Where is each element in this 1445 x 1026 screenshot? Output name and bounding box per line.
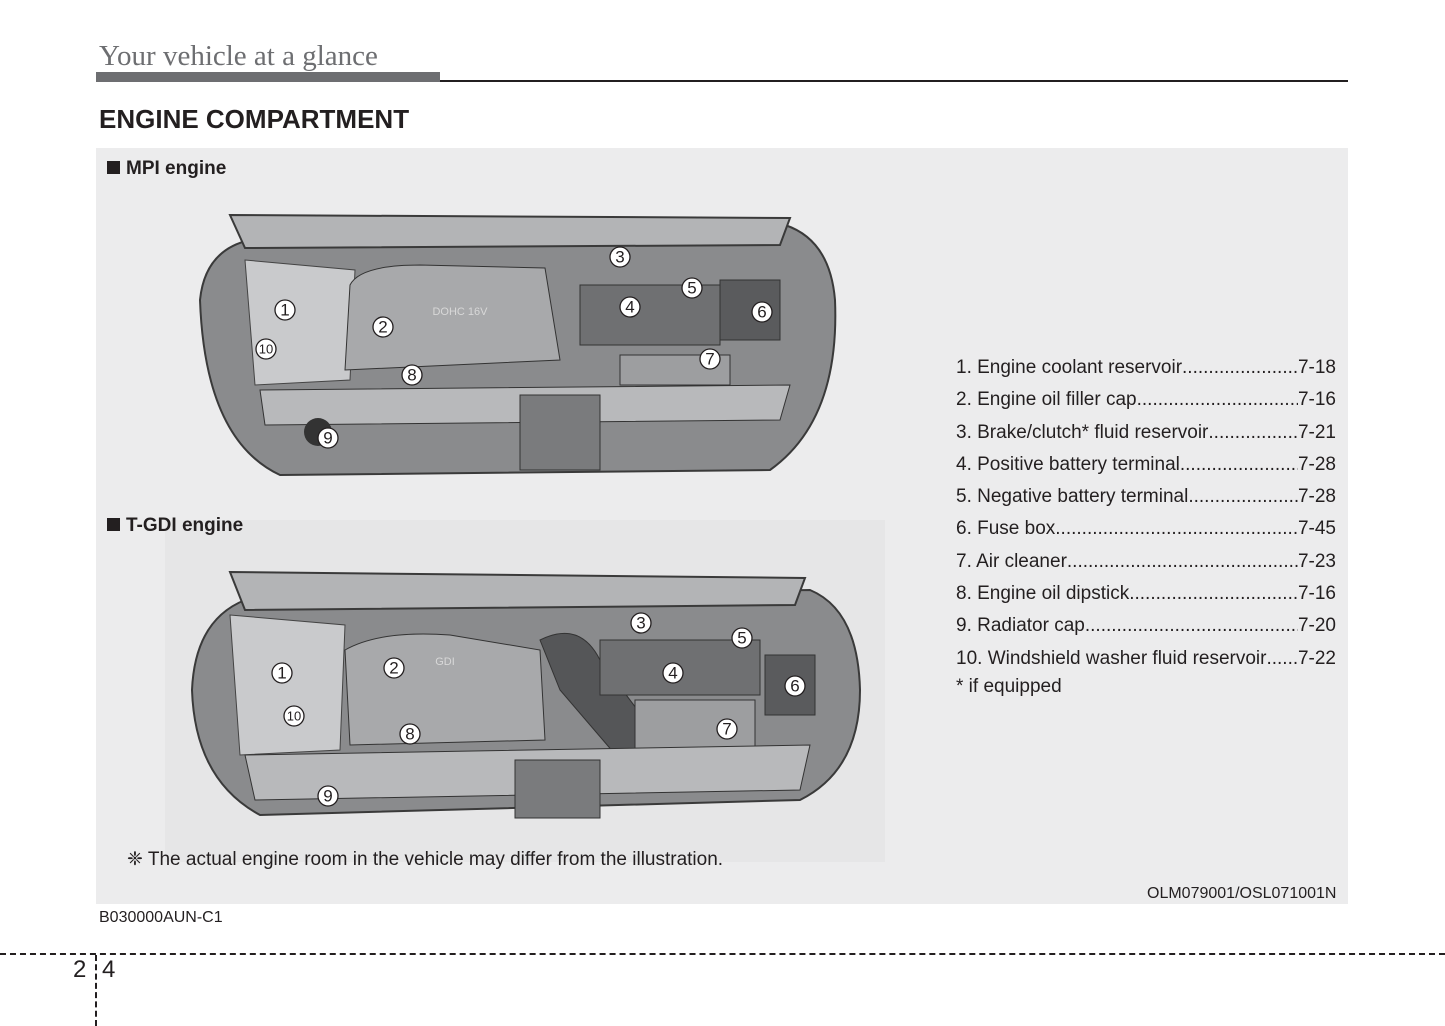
mpi-engine-illustration: DOHC 16V — [198, 213, 837, 477]
chapter-number: 2 — [73, 956, 87, 983]
svg-text:3: 3 — [615, 248, 624, 267]
legend-item: 6. Fuse box7-45 — [956, 513, 1336, 545]
mpi-callout-4: 4 — [619, 296, 641, 318]
document-code: B030000AUN-C1 — [99, 909, 223, 926]
page-number-divider — [95, 955, 97, 1026]
svg-text:3: 3 — [636, 614, 645, 633]
header-rule — [440, 80, 1348, 82]
square-bullet-icon — [107, 161, 120, 174]
mpi-callout-9: 9 — [317, 427, 339, 449]
svg-text:4: 4 — [668, 664, 677, 683]
mpi-callout-2: 2 — [372, 316, 394, 338]
svg-text:6: 6 — [790, 677, 799, 696]
tgdi-callout-10: 10 — [283, 705, 305, 727]
legend-item: 10. Windshield washer fluid reservoir7-2… — [956, 643, 1336, 675]
tgdi-engine-label: T-GDI engine — [126, 515, 244, 536]
tgdi-callout-4: 4 — [662, 662, 684, 684]
svg-text:6: 6 — [757, 303, 766, 322]
illustration-note: ❈ The actual engine room in the vehicle … — [127, 849, 724, 870]
mpi-callout-10: 10 — [255, 338, 277, 360]
header-bar — [96, 72, 440, 82]
tgdi-callout-8: 8 — [399, 723, 421, 745]
svg-text:9: 9 — [323, 787, 332, 806]
mpi-callout-6: 6 — [751, 301, 773, 323]
svg-text:7: 7 — [722, 720, 731, 739]
legend-item: 2. Engine oil filler cap7-16 — [956, 384, 1336, 416]
svg-text:9: 9 — [323, 429, 332, 448]
footer-divider — [0, 953, 1445, 955]
mpi-callout-8: 8 — [401, 364, 423, 386]
mpi-callout-5: 5 — [681, 277, 703, 299]
mpi-callout-1: 1 — [274, 299, 296, 321]
tgdi-callout-3: 3 — [630, 612, 652, 634]
svg-text:5: 5 — [687, 279, 696, 298]
legend-item: 5. Negative battery terminal7-28 — [956, 481, 1336, 513]
tgdi-callout-7: 7 — [716, 718, 738, 740]
mpi-engine-label: MPI engine — [126, 158, 227, 179]
legend-item: 1. Engine coolant reservoir7-18 — [956, 352, 1336, 384]
svg-text:5: 5 — [737, 629, 746, 648]
mpi-callout-3: 3 — [609, 246, 631, 268]
svg-text:7: 7 — [705, 350, 714, 369]
svg-text:2: 2 — [378, 318, 387, 337]
tgdi-callout-1: 1 — [271, 662, 293, 684]
engine-cover-mark: DOHC 16V — [432, 306, 488, 318]
svg-text:1: 1 — [277, 664, 286, 683]
section-title: ENGINE COMPARTMENT — [99, 104, 410, 134]
mpi-engine-heading: MPI engine — [107, 158, 226, 180]
component-legend: 1. Engine coolant reservoir7-18 2. Engin… — [956, 352, 1336, 699]
page-number: 4 — [102, 956, 116, 983]
svg-text:4: 4 — [625, 298, 634, 317]
legend-item: 9. Radiator cap7-20 — [956, 610, 1336, 642]
tgdi-engine-heading: T-GDI engine — [107, 515, 243, 537]
mpi-callout-7: 7 — [699, 348, 721, 370]
legend-item: 4. Positive battery terminal7-28 — [956, 449, 1336, 481]
svg-text:2: 2 — [389, 659, 398, 678]
tgdi-callout-5: 5 — [731, 627, 753, 649]
svg-text:8: 8 — [405, 725, 414, 744]
image-reference: OLM079001/OSL071001N — [1147, 885, 1337, 902]
svg-text:8: 8 — [407, 366, 416, 385]
svg-text:10: 10 — [287, 709, 301, 724]
legend-item: 7. Air cleaner7-23 — [956, 546, 1336, 578]
legend-item: 8. Engine oil dipstick7-16 — [956, 578, 1336, 610]
running-header: Your vehicle at a glance — [99, 40, 378, 72]
engine-cover-mark: GDI — [435, 656, 455, 668]
tgdi-callout-2: 2 — [383, 657, 405, 679]
square-bullet-icon — [107, 518, 120, 531]
tgdi-callout-9: 9 — [317, 785, 339, 807]
footnote: * if equipped — [956, 675, 1062, 697]
tgdi-callout-6: 6 — [784, 675, 806, 697]
legend-item: 3. Brake/clutch* fluid reservoir7-21 — [956, 417, 1336, 449]
svg-text:1: 1 — [280, 301, 289, 320]
svg-text:10: 10 — [259, 342, 273, 357]
